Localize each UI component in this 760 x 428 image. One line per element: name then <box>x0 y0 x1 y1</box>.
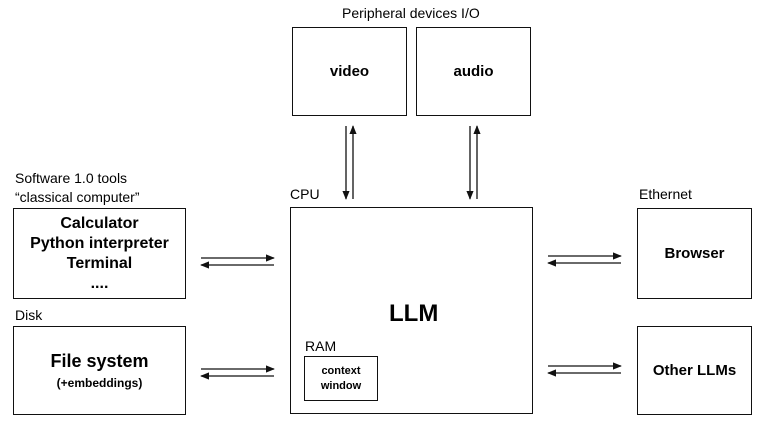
audio-label: audio <box>453 63 494 80</box>
llm-box: LLM RAM context window <box>290 207 533 414</box>
llm-label: LLM <box>389 300 439 327</box>
disk-label: Disk <box>15 307 43 323</box>
browser-box: Browser <box>637 208 752 299</box>
software-tools-label-line1: Software 1.0 tools <box>15 170 128 186</box>
audio-box: audio <box>416 27 531 116</box>
context-window-label-line1: context <box>321 364 361 377</box>
file-system-sublabel: (+embeddings) <box>56 376 143 390</box>
ram-label: RAM <box>305 338 337 354</box>
tool-terminal: Terminal <box>66 254 133 272</box>
other-llms-label: Other LLMs <box>652 362 737 379</box>
file-system-label: File system <box>50 351 149 371</box>
video-box: video <box>292 27 407 116</box>
tool-python-interpreter: Python interpreter <box>30 234 169 252</box>
context-window-box: context window <box>304 356 378 401</box>
ethernet-label: Ethernet <box>639 186 692 202</box>
software-tools-label: Software 1.0 tools “classical computer” <box>15 169 139 207</box>
tool-ellipsis: .... <box>90 274 109 292</box>
tool-calculator: Calculator <box>60 214 139 232</box>
file-system-box: File system (+embeddings) <box>13 326 186 415</box>
peripheral-devices-label: Peripheral devices I/O <box>342 5 480 21</box>
video-label: video <box>329 63 370 80</box>
software-tools-label-line2: “classical computer” <box>15 189 140 205</box>
browser-label: Browser <box>664 245 725 262</box>
other-llms-box: Other LLMs <box>637 326 752 415</box>
software-tools-box: Calculator Python interpreter Terminal .… <box>13 208 186 299</box>
context-window-label-line2: window <box>320 379 362 392</box>
cpu-label: CPU <box>290 186 320 202</box>
